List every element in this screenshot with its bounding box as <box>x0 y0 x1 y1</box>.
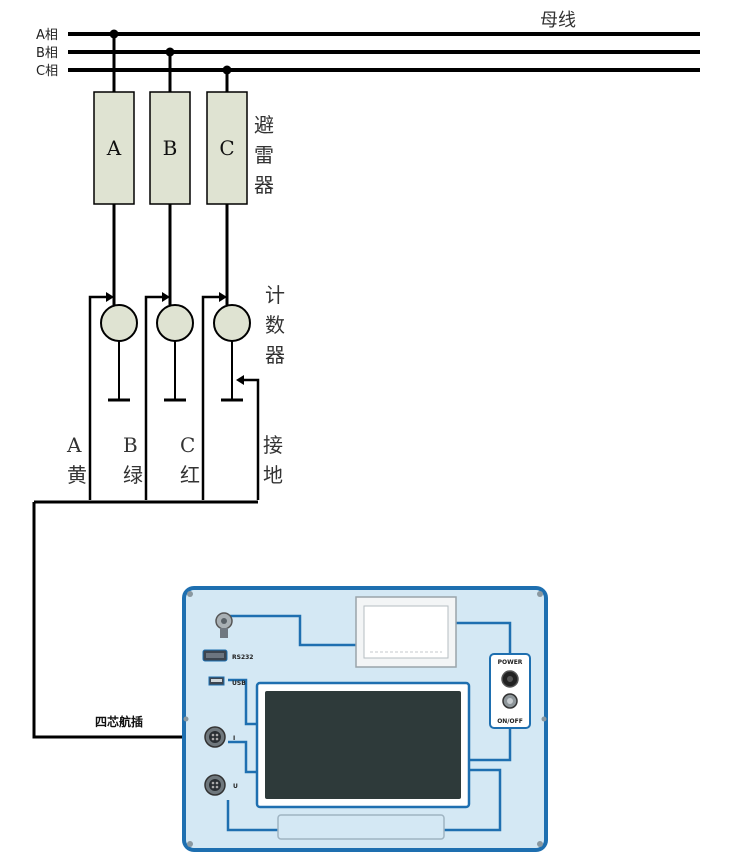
rs232-port[interactable] <box>202 649 228 662</box>
port-u-label: U <box>233 783 238 790</box>
arrester-c <box>206 91 248 205</box>
ground-label-1: 接 <box>263 433 283 457</box>
port-i-label: I <box>233 735 235 742</box>
counter-label-2: 数 <box>265 313 285 337</box>
counters: 计 数 器 <box>88 283 285 500</box>
trunk-cable <box>32 500 258 739</box>
ground-clip-arrow <box>236 375 244 385</box>
phase-label-c: C相 <box>36 64 58 79</box>
counter-a <box>100 304 138 342</box>
port-i-connector[interactable] <box>204 726 226 748</box>
ground-terminal[interactable] <box>215 612 233 638</box>
instrument-panel: RS232 USB I U <box>182 586 548 852</box>
phase-label-b: B相 <box>36 46 58 61</box>
ground-label-2: 地 <box>263 463 283 487</box>
wire-letter-c: C <box>180 433 195 457</box>
counter-label-3: 器 <box>265 343 285 367</box>
usb-label: USB <box>232 680 246 687</box>
busbar-drops <box>112 34 229 92</box>
ground-clip-wire <box>240 378 260 500</box>
wire-color-c: 红 <box>180 463 200 487</box>
phase-label-a: A相 <box>36 28 58 43</box>
rs232-label: RS232 <box>232 654 253 661</box>
wire-letter-b: B <box>123 433 138 457</box>
counter-b <box>156 304 194 342</box>
power-label: POWER <box>498 659 523 666</box>
port-u-connector[interactable] <box>204 774 226 796</box>
arrester-a <box>93 91 135 205</box>
arresters: A B C 避 雷 器 <box>93 91 274 205</box>
arrester-b <box>149 91 191 205</box>
arrester-label-1: 避 <box>254 113 274 137</box>
counter-label-1: 计 <box>265 283 285 307</box>
bottom-bar <box>277 814 445 840</box>
arrester-label-3: 器 <box>254 173 274 197</box>
printer-door <box>363 605 449 659</box>
display-screen <box>265 691 461 799</box>
busbar: A相 B相 C相 母线 <box>36 10 700 79</box>
arrester-label-2: 雷 <box>254 143 274 167</box>
arrester-letter-a: A <box>106 136 122 160</box>
wire-color-b: 绿 <box>123 463 143 487</box>
usb-port[interactable] <box>208 676 225 686</box>
connector-label: 四芯航插 <box>95 714 143 729</box>
arrester-letter-b: B <box>163 136 178 160</box>
power-box <box>489 653 531 729</box>
arrester-letter-c: C <box>219 136 234 160</box>
wire-labels: A 黄 B 绿 C 红 接 地 <box>66 433 283 487</box>
onoff-label: ON/OFF <box>497 718 523 725</box>
busbar-title: 母线 <box>540 10 576 31</box>
power-socket[interactable] <box>501 670 519 688</box>
wire-color-a: 黄 <box>67 463 87 487</box>
power-switch-button[interactable] <box>502 693 518 709</box>
counter-c <box>213 304 251 342</box>
wire-letter-a: A <box>66 433 82 457</box>
arrester-to-counter-wires <box>112 204 229 305</box>
